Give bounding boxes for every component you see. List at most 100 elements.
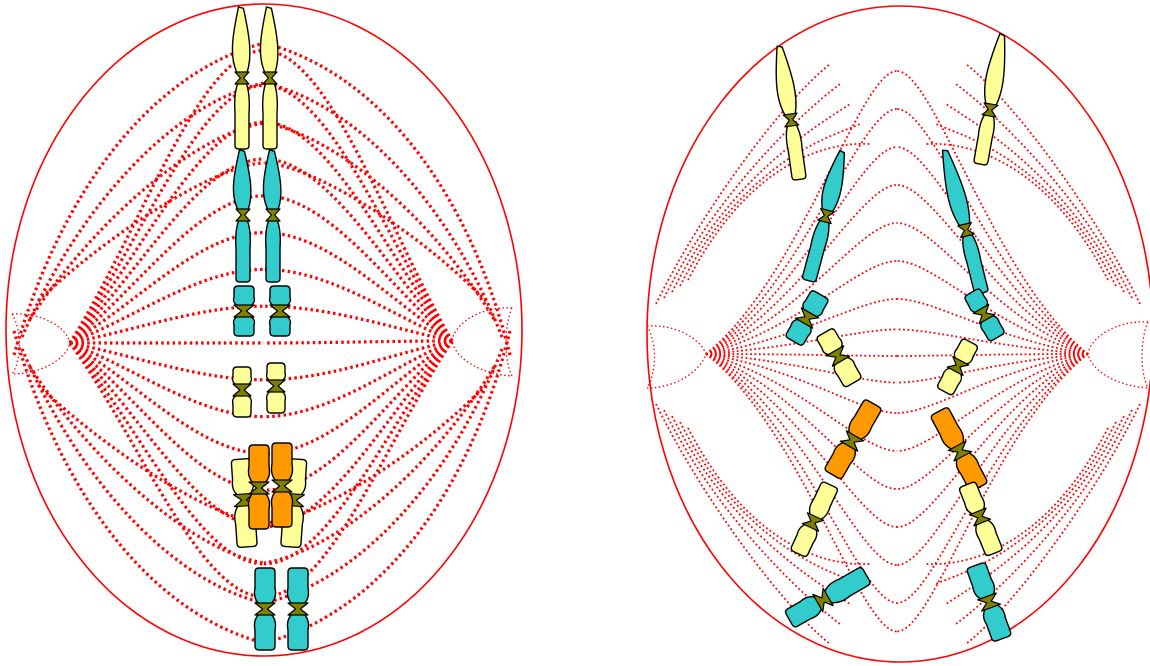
chromatid <box>771 45 807 181</box>
chromatid-arm <box>236 220 251 282</box>
chromatid-arm <box>287 614 308 650</box>
spindle-fiber <box>706 71 897 354</box>
centromere <box>234 305 254 317</box>
centromere <box>783 113 799 127</box>
spindle-fiber <box>264 341 452 453</box>
anaphase-cell <box>647 6 1150 662</box>
chromatid-arm <box>937 148 973 228</box>
spindle-fiber <box>706 354 897 632</box>
right-centrosome <box>1088 322 1148 388</box>
centromere <box>267 380 285 392</box>
left-centrosome <box>647 326 706 388</box>
chromatid-arm <box>269 286 290 306</box>
chromatid-arm <box>263 83 278 149</box>
centromere <box>958 222 974 237</box>
chromatid-arm <box>981 33 1011 107</box>
left-centrosome <box>12 314 70 374</box>
chromatid <box>930 406 989 492</box>
spindle-fiber <box>706 354 897 603</box>
chromatid-arm <box>248 445 269 483</box>
spindle-fiber <box>897 354 1088 413</box>
chromatid-arm <box>784 124 806 181</box>
chromatid-arm <box>960 233 989 295</box>
spindle-fiber <box>706 354 897 383</box>
spindle-fiber <box>680 422 860 584</box>
spindle-fiber <box>897 354 1088 489</box>
spindle-fiber <box>656 64 830 304</box>
spindle-fibers <box>656 64 1140 644</box>
spindle-fiber <box>38 385 264 523</box>
chromatid-arm <box>802 219 832 283</box>
chromatid-arm <box>973 114 996 166</box>
spindle-fiber <box>897 354 1088 356</box>
spindle-fiber <box>22 349 264 603</box>
right-centrosome <box>452 308 512 376</box>
right-centrosome-outer <box>1142 322 1148 388</box>
spindle-fiber <box>22 83 264 337</box>
chromatid <box>287 568 308 650</box>
chromatid <box>269 286 290 336</box>
spindle-fiber <box>38 163 264 301</box>
chromatid-arm <box>287 568 308 604</box>
centromere <box>288 603 308 615</box>
spindle-fiber <box>264 306 452 341</box>
chromatid <box>790 481 839 558</box>
chromatid-arm <box>818 149 851 213</box>
spindle-fiber <box>897 354 1088 383</box>
chromatid <box>936 338 979 396</box>
chromatid-arm <box>271 443 292 481</box>
chromatid-arm <box>254 614 275 650</box>
spindle-fiber <box>706 354 897 356</box>
chromatid-arm <box>267 363 286 381</box>
chromatid <box>254 568 275 650</box>
chromatid-arm <box>233 150 250 210</box>
chromatid-arm <box>260 7 277 73</box>
chromatid-arm <box>267 391 286 413</box>
chromatid <box>233 367 252 417</box>
chromatid <box>823 398 882 480</box>
chromatid-arm <box>771 45 798 117</box>
chromatid-arm <box>266 220 281 282</box>
chromatid <box>233 150 250 282</box>
chromatid-arm <box>233 367 252 385</box>
chromatid-arm <box>263 150 280 210</box>
chromatid-arm <box>269 316 290 336</box>
centromere <box>235 72 249 84</box>
chromatid-arm <box>233 286 254 306</box>
chromatid-arm <box>248 493 269 529</box>
chromatid-arm <box>235 83 250 149</box>
spindle-fibers <box>14 43 510 643</box>
chromatid <box>966 562 1012 642</box>
chromatid <box>267 363 286 413</box>
chromatid-arm <box>254 568 275 604</box>
centromere <box>266 209 280 221</box>
chromatid <box>958 481 1003 557</box>
spindle-fiber <box>264 341 452 343</box>
chromatid-arm <box>271 491 292 527</box>
chromatid <box>937 148 990 296</box>
centromere <box>233 384 251 396</box>
centromere <box>255 603 275 615</box>
chromatid <box>784 566 872 629</box>
spindle-fiber <box>264 83 502 337</box>
chromatid-arm <box>232 7 249 73</box>
spindle-fiber <box>897 354 1088 451</box>
spindle-fiber <box>897 354 1088 603</box>
chromatid <box>815 327 862 388</box>
chromatid-arm <box>233 316 254 336</box>
chromatid <box>263 150 280 282</box>
chromatid <box>232 7 249 149</box>
spindle-fiber <box>264 163 486 301</box>
centromere <box>982 103 998 117</box>
metaphase-cell <box>6 4 522 656</box>
spindle-fiber <box>264 159 452 341</box>
centromere <box>270 305 290 317</box>
chromatid-arm <box>233 395 252 417</box>
chromatid <box>233 286 254 336</box>
centromere <box>236 209 250 221</box>
cell-membrane <box>647 6 1150 662</box>
chromatid <box>260 7 277 149</box>
centromere <box>263 72 277 84</box>
